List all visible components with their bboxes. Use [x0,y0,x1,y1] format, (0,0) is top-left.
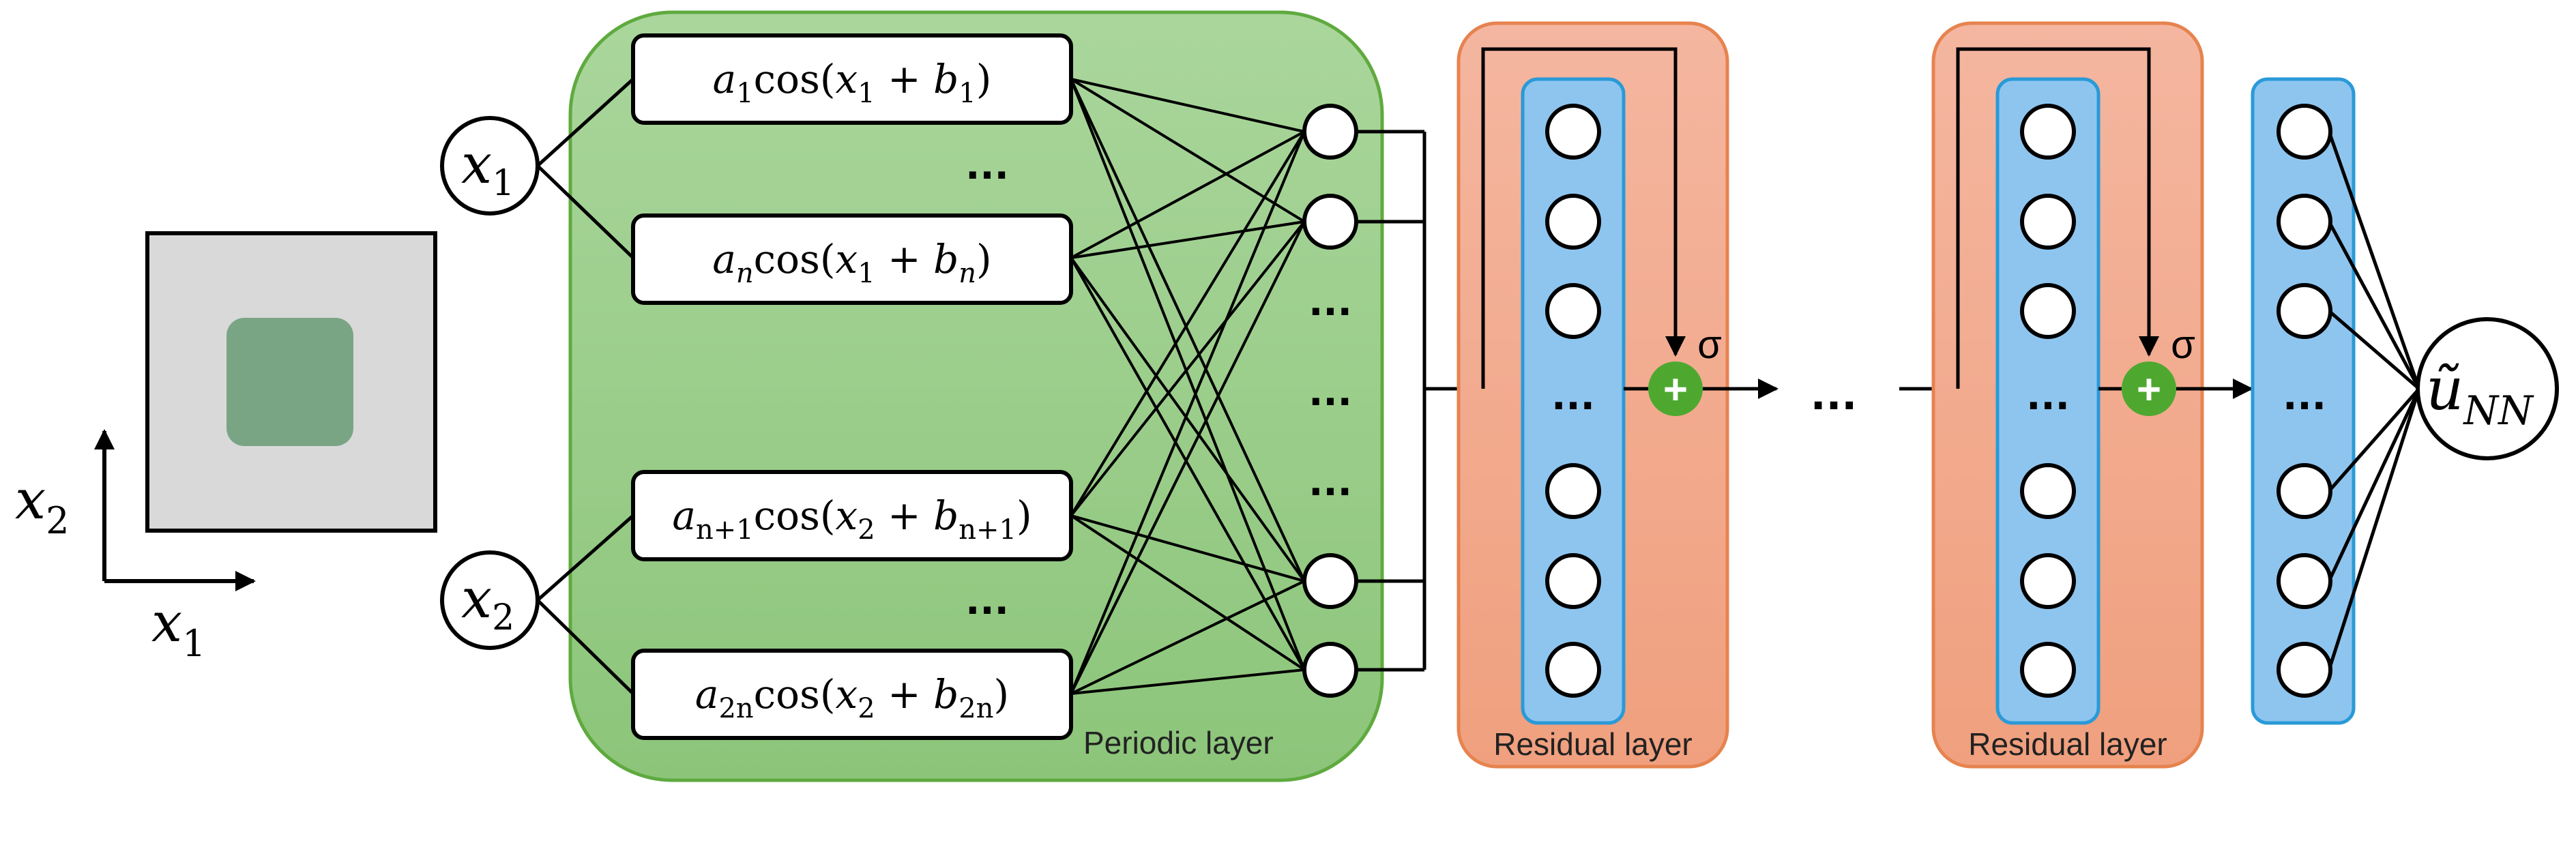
svg-text:ancos(x1 + bn): ancos(x1 + bn) [712,236,991,289]
svg-text:a1cos(x1 + b1): a1cos(x1 + b1) [713,56,992,109]
svg-text:...: ... [2283,374,2326,419]
periodic-output-nodes [1302,104,1358,698]
periodic-box-3: an+1cos(x2 + bn+1) [631,470,1073,561]
periodic-node [1302,553,1358,609]
periodic-node-ellipsis-3: ... [1308,460,1352,505]
svg-text:+: + [2137,366,2161,413]
periodic-node [1302,642,1358,698]
final-hidden-column: ... [2251,77,2421,725]
output-node-u-nn: ũNN [2416,317,2559,460]
svg-text:+: + [1663,366,1688,413]
periodic-box-1: a1cos(x1 + b1) [631,33,1073,125]
activation-sigma-2: σ [2171,323,2195,367]
svg-text:...: ... [2026,374,2070,419]
periodic-dense-connections [1070,78,1306,695]
between-layers-ellipsis: ... [1811,372,1857,419]
svg-text:...: ... [1551,374,1595,419]
periodic-box-4: a2ncos(x2 + b2n) [631,649,1073,740]
periodic-layer-label: Periodic layer [1083,725,1274,760]
residual-plus-node-2 [2122,361,2176,416]
input-node-x2: x2 [440,550,540,650]
periodic-node-ellipsis-1: ... [1308,280,1352,325]
svg-text:x2: x2 [461,567,514,638]
domain-figure: x1 x2 [15,231,437,665]
svg-text:ũNN: ũNN [2426,355,2534,434]
residual-plus-node-1 [1648,361,1703,416]
input-connections [536,78,634,695]
periodic-merge-bracket [1356,130,1426,672]
svg-text:x1: x1 [461,132,514,204]
residual-layer-2: ... + σ Residual layer [1931,21,2204,769]
svg-text:a2ncos(x2 + b2n): a2ncos(x2 + b2n) [695,671,1009,724]
input-node-x1: x1 [440,116,540,216]
residual-layer-label-1: Residual layer [1493,726,1692,762]
residual-layer-label-2: Residual layer [1968,726,2167,762]
x2-axis-label: x2 [15,468,69,542]
svg-text:an+1cos(x2 + bn+1): an+1cos(x2 + bn+1) [672,492,1031,546]
periodic-box-2: ancos(x1 + bn) [631,213,1073,305]
periodic-node [1302,104,1358,160]
activation-sigma-1: σ [1697,323,1722,367]
periodic-node [1302,194,1358,250]
periodic-node-ellipsis-2: ... [1308,370,1352,415]
periodic-ellipsis-bottom: ... [965,579,1009,623]
periodic-ellipsis-top: ... [965,144,1009,188]
x1-axis-label: x1 [151,591,205,665]
subdomain-square [226,318,353,446]
residual-layer-1: ... + σ Residual layer [1457,21,1729,769]
